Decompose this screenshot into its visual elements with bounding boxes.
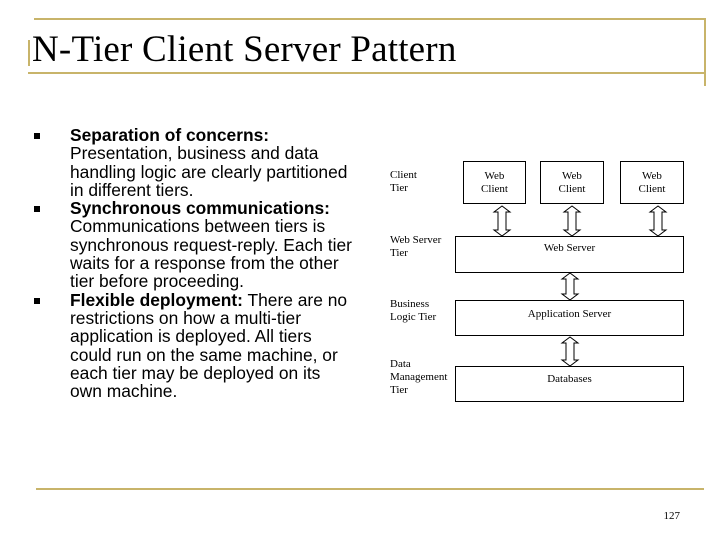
page-title: N-Tier Client Server Pattern	[32, 29, 457, 70]
app-server-box: Application Server	[455, 300, 684, 336]
bullet-item: Synchronous communications: Communicatio…	[34, 198, 354, 292]
footer-rule	[36, 488, 704, 490]
bullet-square-icon	[34, 206, 40, 213]
bullet-square-icon	[34, 297, 40, 304]
databases-box: Databases	[455, 366, 684, 402]
double-arrow-icon	[492, 205, 512, 237]
title-underline	[28, 72, 706, 74]
tier-label-business: Business Logic Tier	[390, 298, 437, 323]
bullet-text: There are no restrictions on how a multi…	[70, 289, 348, 402]
double-arrow-icon	[648, 205, 668, 237]
bullet-text: Presentation, business and data handling…	[70, 143, 348, 200]
web-client-box: Web Client	[540, 161, 604, 204]
web-server-box: Web Server	[455, 236, 684, 273]
top-rule	[34, 18, 706, 20]
web-client-box: Web Client	[620, 161, 684, 204]
tier-label-data: Data Management Tier	[390, 358, 448, 396]
bullet-item: Flexible deployment: There are no restri…	[34, 289, 354, 402]
web-client-label: Web Client	[638, 169, 666, 195]
databases-label: Databases	[547, 373, 592, 385]
web-client-label: Web Client	[481, 169, 508, 195]
bullet-heading: Synchronous communications:	[70, 198, 330, 219]
web-server-label: Web Server	[543, 242, 596, 254]
bullet-heading: Flexible deployment:	[70, 289, 243, 310]
double-arrow-icon	[560, 336, 580, 367]
bullet-text: Communications between tiers is synchron…	[70, 216, 352, 292]
bullet-square-icon	[34, 133, 40, 139]
left-rule	[28, 40, 30, 66]
bullet-item: Separation of concerns: Presentation, bu…	[34, 126, 354, 199]
bullet-heading: Separation of concerns:	[70, 125, 270, 145]
double-arrow-icon	[562, 205, 582, 237]
web-client-label: Web Client	[558, 169, 586, 195]
bullet-list: Separation of concerns: Presentation, bu…	[34, 126, 354, 400]
page-number: 127	[663, 510, 681, 522]
right-rule	[704, 18, 706, 86]
app-server-label: Application Server	[527, 308, 612, 320]
double-arrow-icon	[560, 272, 580, 301]
web-client-box: Web Client	[463, 161, 526, 204]
tier-label-web-server: Web Server Tier	[390, 234, 442, 259]
tier-label-client: Client Tier	[390, 169, 417, 194]
